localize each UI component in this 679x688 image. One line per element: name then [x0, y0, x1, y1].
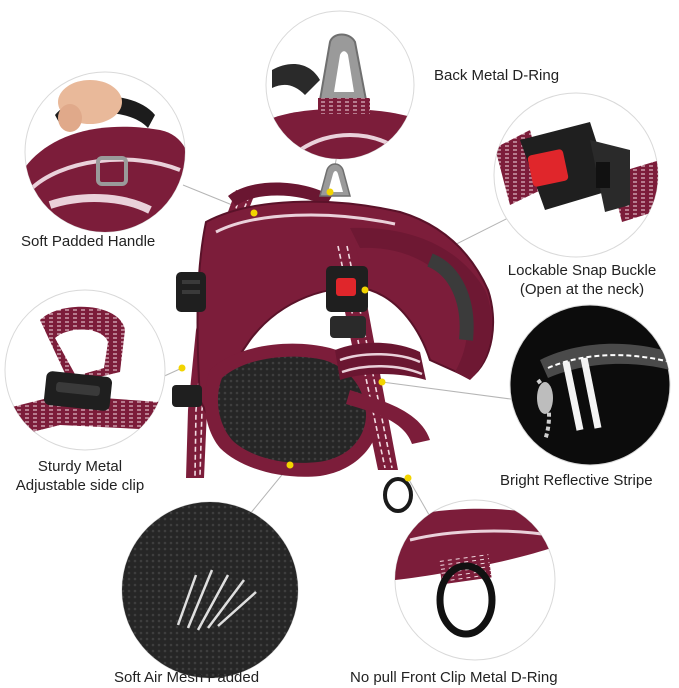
front-d-ring-icon: [395, 508, 555, 638]
handle-icon: [25, 80, 185, 232]
detail-circle-mesh: [121, 501, 299, 679]
reflective-stripe-icon: [536, 343, 670, 441]
side-clip-icon: [5, 306, 160, 440]
detail-circle-handle: [24, 71, 186, 233]
label-handle: Soft Padded Handle: [21, 233, 156, 250]
label-buckle-line2: (Open at the neck): [519, 281, 645, 298]
label-side-clip-line2: Adjustable side clip: [15, 477, 145, 494]
label-buckle-line1: Lockable Snap Buckle: [507, 262, 657, 279]
detail-circle-buckle: [493, 92, 659, 258]
detail-circle-side-clip: [4, 289, 166, 451]
label-buckle: Lockable Snap Buckle (Open at the neck): [498, 261, 666, 299]
detail-circle-reflective: [509, 304, 671, 466]
detail-circle-back-ring: [265, 10, 415, 160]
label-side-clip-line1: Sturdy Metal: [37, 458, 123, 475]
harness-main: [172, 163, 495, 513]
callout-dots: [178, 188, 412, 482]
label-reflective: Bright Reflective Stripe: [500, 472, 653, 489]
front-d-ring: [383, 477, 413, 513]
label-back-d-ring: Back Metal D-Ring: [434, 67, 560, 84]
label-mesh: Soft Air Mesh Padded: [114, 669, 260, 686]
snap-buckle-icon: [495, 122, 658, 222]
label-front-ring: No pull Front Clip Metal D-Ring: [350, 669, 558, 686]
air-mesh-icon: [122, 502, 298, 678]
label-side-clip: Sturdy Metal Adjustable side clip: [2, 457, 158, 495]
detail-circle-front-ring: [394, 499, 556, 661]
